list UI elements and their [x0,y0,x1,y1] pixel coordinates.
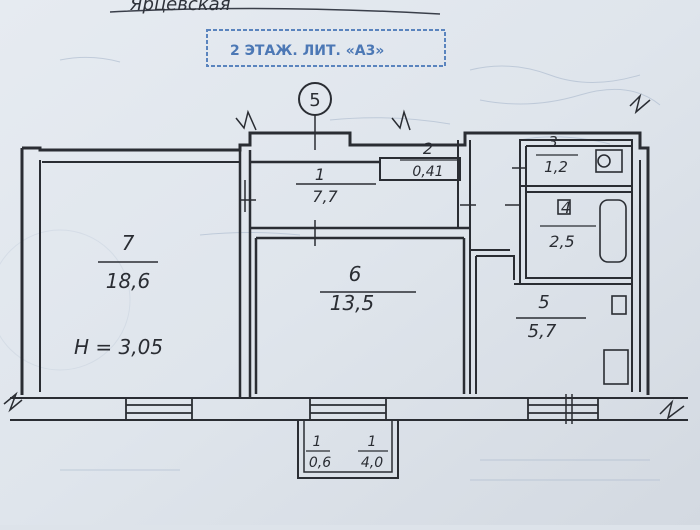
svg-text:3: 3 [548,133,558,151]
balcony-label-1: 1 0,6 [306,434,331,471]
svg-text:1: 1 [368,434,377,450]
svg-text:4: 4 [561,198,571,217]
bathtub-icon [599,199,627,263]
svg-text:4,0: 4,0 [361,455,383,471]
svg-text:13,5: 13,5 [330,291,375,315]
svg-text:0,6: 0,6 [309,455,331,471]
svg-text:5,7: 5,7 [528,321,557,342]
svg-text:7,7: 7,7 [312,187,338,206]
room-7-label: 7 18,6 [98,231,158,293]
room-3-label: 3 1,2 [536,133,578,176]
svg-text:6: 6 [349,262,362,286]
room-4-label: 4 2,5 [540,198,596,251]
svg-text:7: 7 [122,231,135,255]
room-2-label: 2 0,41 [400,139,458,180]
svg-text:0,41: 0,41 [412,164,443,180]
floor-stamp: 2 ЭТАЖ. ЛИТ. «А3» [206,29,446,67]
walls [20,131,650,398]
kitchen-sink-icon [611,295,627,315]
svg-text:18,6: 18,6 [106,269,151,293]
room-1-label: 1 7,7 [296,165,376,206]
room-5-label: 5 5,7 [516,292,586,342]
balcony-label-2: 1 4,0 [358,434,388,471]
sink-icon [557,199,571,215]
toilet-icon [595,149,623,173]
fixtures [557,149,629,385]
top-handwriting-text: Ярцевская [129,0,231,15]
room-6-label: 6 13,5 [320,262,416,315]
svg-text:1: 1 [315,165,325,184]
svg-text:1: 1 [313,434,322,450]
windows [125,394,599,424]
axis-marker-label: 5 [309,90,320,111]
room-labels: 7 18,6 1 7,7 2 0,41 6 13,5 3 1,2 4 2,5 [74,133,596,471]
svg-text:2,5: 2,5 [549,232,574,251]
balcony [297,420,399,479]
top-handwriting: Ярцевская [109,0,441,15]
svg-text:2: 2 [423,139,433,158]
svg-text:5: 5 [538,292,549,313]
stove-icon [603,349,629,385]
stamp-text: 2 ЭТАЖ. ЛИТ. «А3» [230,43,384,59]
ceiling-height-note: H = 3,05 [74,335,163,359]
svg-text:1,2: 1,2 [544,158,568,176]
